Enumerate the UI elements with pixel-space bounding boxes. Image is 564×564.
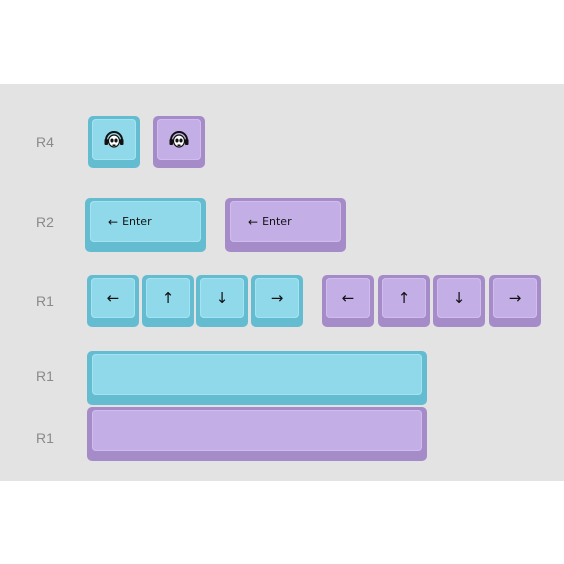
row-label-r1-spacebar-purple: R1: [36, 430, 54, 446]
right-arrow-icon: →: [508, 288, 522, 307]
enter-arrow-icon: ←: [108, 214, 119, 229]
enter-label: Enter: [262, 215, 292, 228]
right-arrow-key-blue: →: [251, 275, 303, 327]
enter-arrow-icon: ←: [248, 214, 259, 229]
left-arrow-icon: ←: [341, 288, 355, 307]
row-label-r1-arrows: R1: [36, 293, 54, 309]
down-arrow-key-purple: ↓: [433, 275, 485, 327]
right-arrow-key-purple: →: [489, 275, 541, 327]
novelty-key-purple: [153, 116, 205, 168]
row-label-r2: R2: [36, 214, 54, 230]
row-label-r4: R4: [36, 134, 54, 150]
spacebar-purple: [87, 407, 427, 461]
novelty-key-blue: [88, 116, 140, 168]
up-arrow-key-blue: ↑: [142, 275, 194, 327]
up-arrow-icon: ↑: [397, 288, 411, 307]
up-arrow-key-purple: ↑: [378, 275, 430, 327]
down-arrow-icon: ↓: [215, 288, 229, 307]
left-arrow-key-blue: ←: [87, 275, 139, 327]
up-arrow-icon: ↑: [161, 288, 175, 307]
skull-headphones-icon: [169, 130, 189, 148]
enter-key-blue: ← Enter: [85, 198, 206, 252]
right-arrow-icon: →: [270, 288, 284, 307]
down-arrow-key-blue: ↓: [196, 275, 248, 327]
left-arrow-key-purple: ←: [322, 275, 374, 327]
spacebar-blue: [87, 351, 427, 405]
row-label-r1-spacebar-blue: R1: [36, 368, 54, 384]
left-arrow-icon: ←: [106, 288, 120, 307]
enter-label: Enter: [122, 215, 152, 228]
enter-key-purple: ← Enter: [225, 198, 346, 252]
skull-headphones-icon: [104, 130, 124, 148]
down-arrow-icon: ↓: [452, 288, 466, 307]
